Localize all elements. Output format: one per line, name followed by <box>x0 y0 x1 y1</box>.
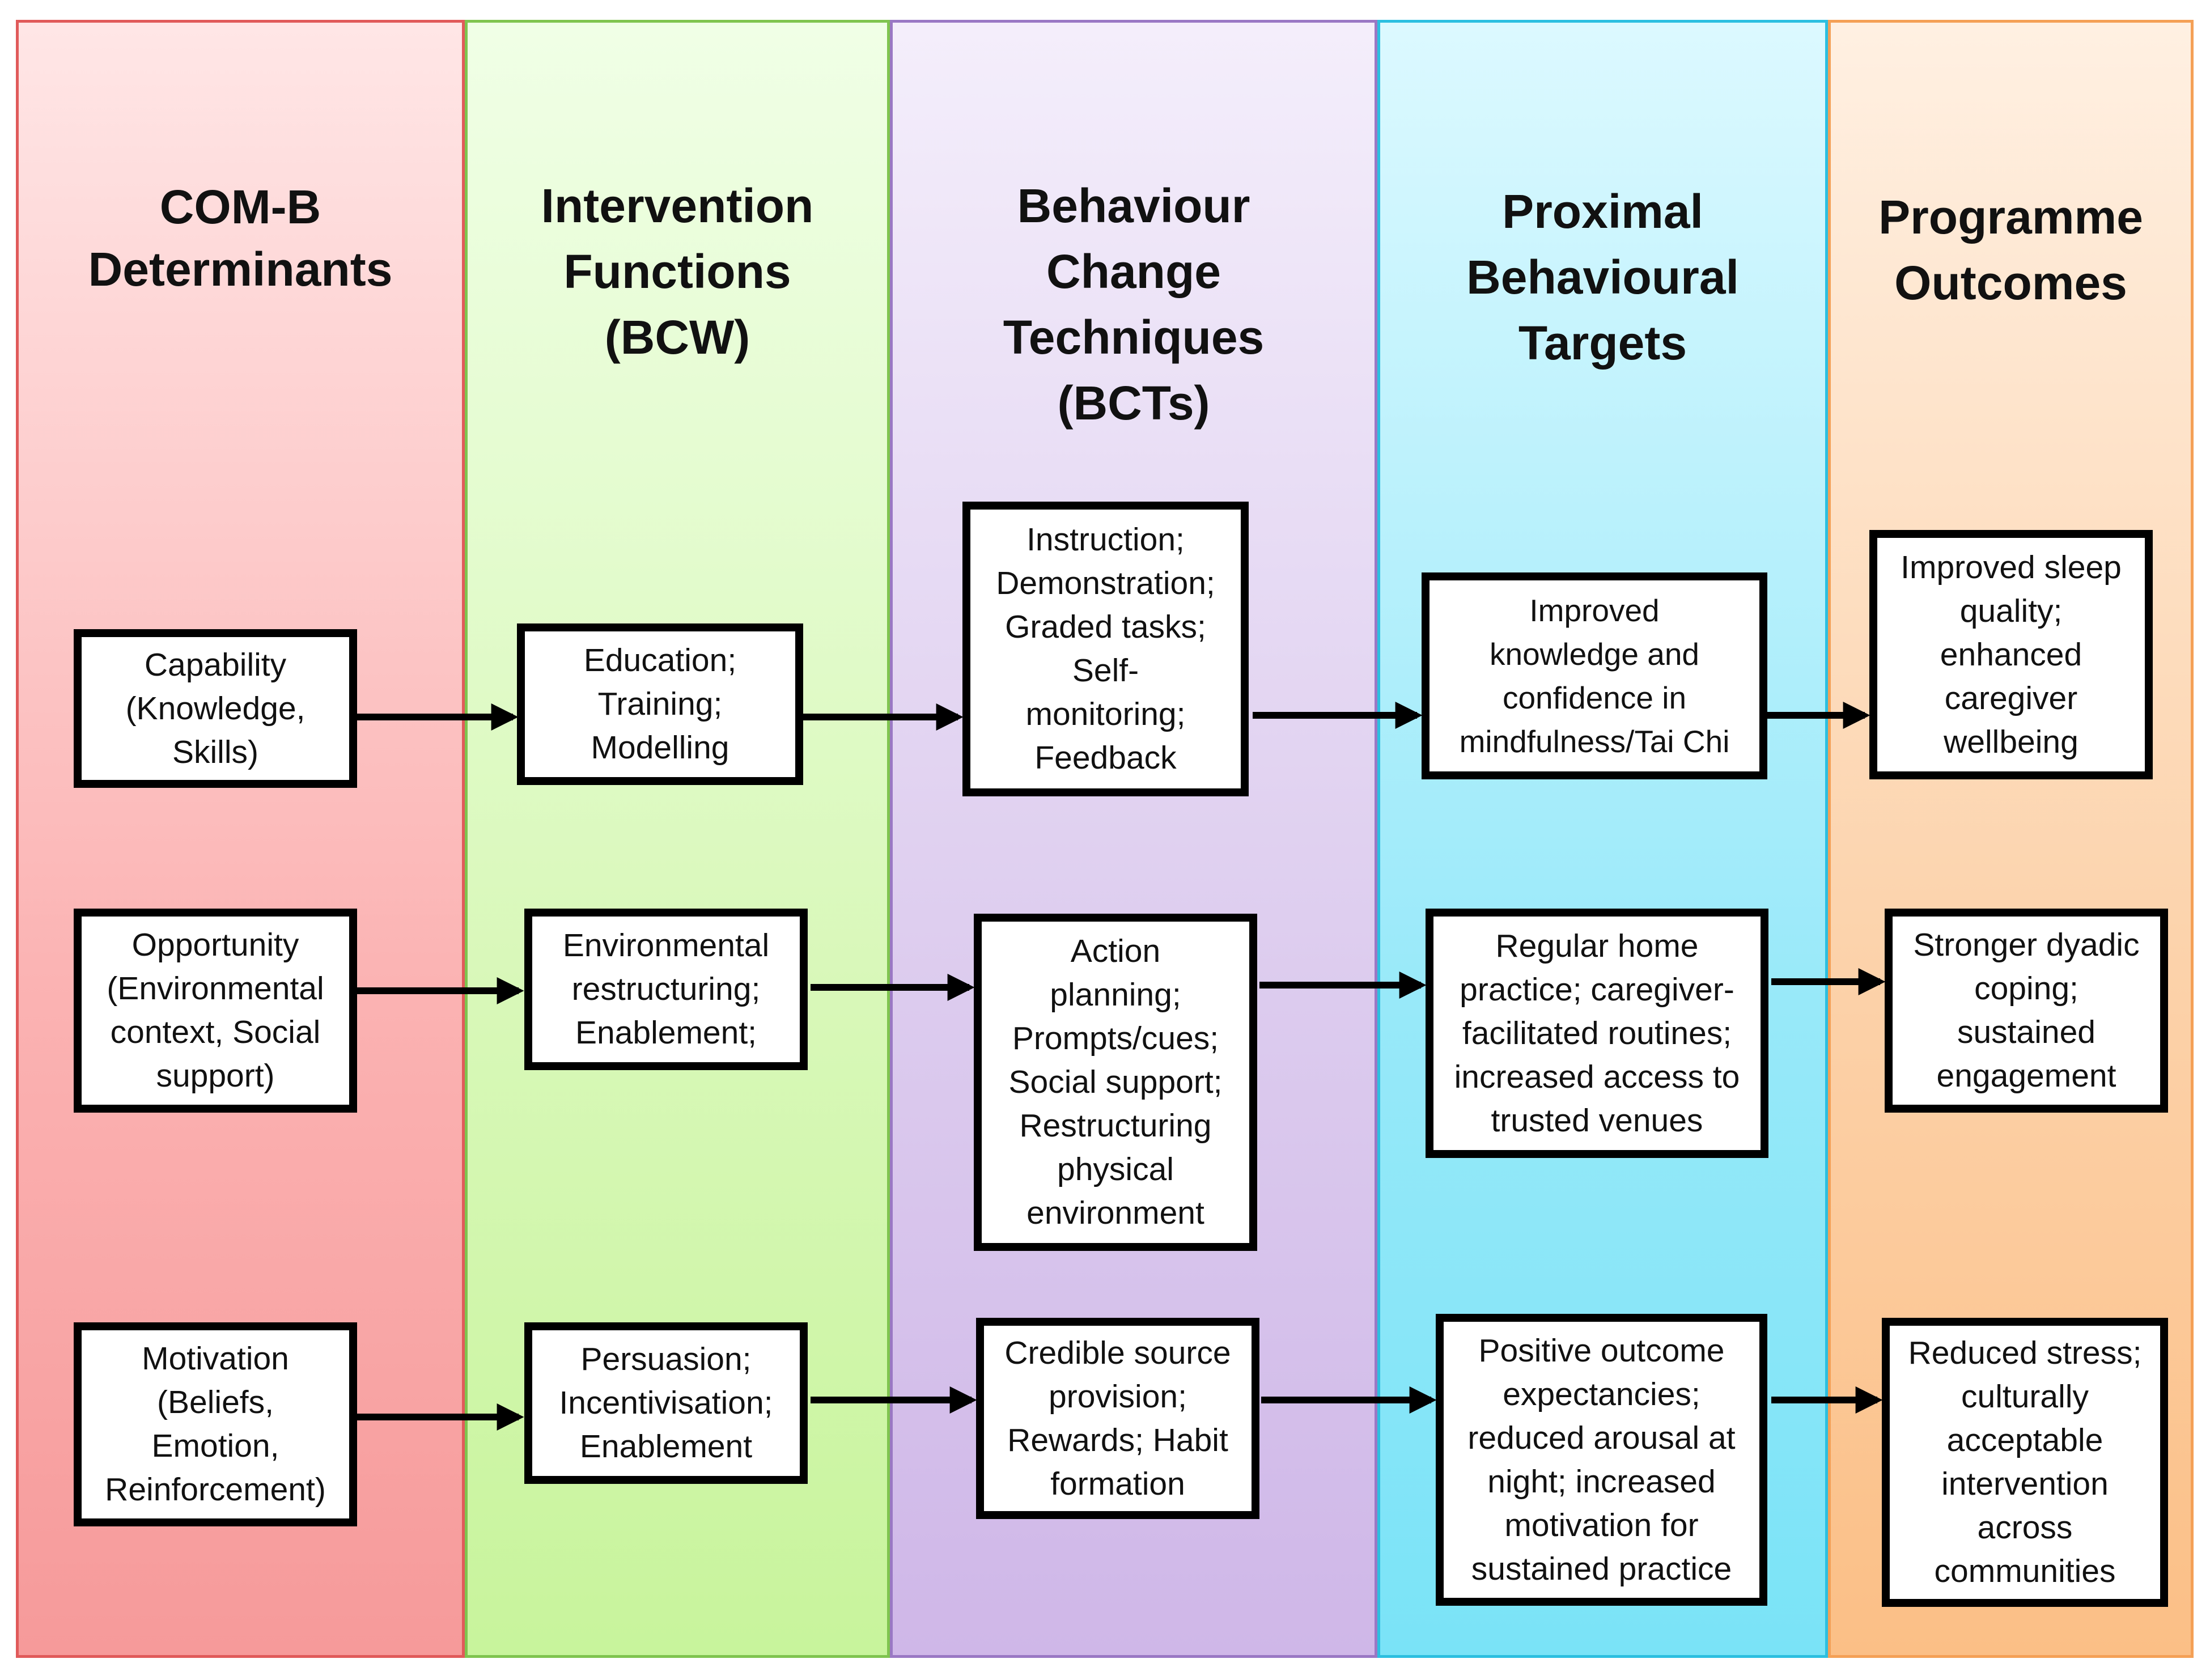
node-capability-outcome: Improved sleep quality; enhanced caregiv… <box>1869 530 2153 779</box>
node-opportunity-target: Regular home practice; caregiver- facili… <box>1426 909 1768 1158</box>
node-opportunity-outcome: Stronger dyadic coping; sustained engage… <box>1885 909 2168 1113</box>
node-motivation-outcome: Reduced stress; culturally acceptable in… <box>1882 1318 2168 1607</box>
column-title-programme-outcomes: Programme Outcomes <box>1878 190 2143 309</box>
node-motivation-target: Positive outcome expectancies; reduced a… <box>1436 1314 1767 1606</box>
node-motivation: Motivation (Beliefs, Emotion, Reinforcem… <box>74 1322 357 1526</box>
node-motivation-bcts: Credible source provision; Rewards; Habi… <box>976 1318 1259 1519</box>
node-opportunity-bcts: Action planning; Prompts/cues; Social su… <box>974 914 1257 1251</box>
column-title-intervention-functions: Intervention Functions (BCW) <box>541 179 814 364</box>
node-capability-target: Improved knowledge and confidence in min… <box>1422 572 1767 779</box>
node-motivation-functions: Persuasion; Incentivisation; Enablement <box>524 1322 808 1484</box>
column-title-proximal-targets: Proximal Behavioural Targets <box>1466 185 1739 370</box>
node-opportunity: Opportunity (Environmental context, Soci… <box>74 909 357 1113</box>
node-opportunity-functions: Environmental restructuring; Enablement; <box>524 909 808 1070</box>
node-capability: Capability (Knowledge, Skills) <box>74 629 357 788</box>
column-title-bcts: Behaviour Change Techniques (BCTs) <box>1003 179 1265 430</box>
node-capability-functions: Education; Training; Modelling <box>517 623 803 785</box>
node-capability-bcts: Instruction; Demonstration; Graded tasks… <box>962 502 1249 796</box>
column-title-com-b: COM-B Determinants <box>88 180 393 296</box>
